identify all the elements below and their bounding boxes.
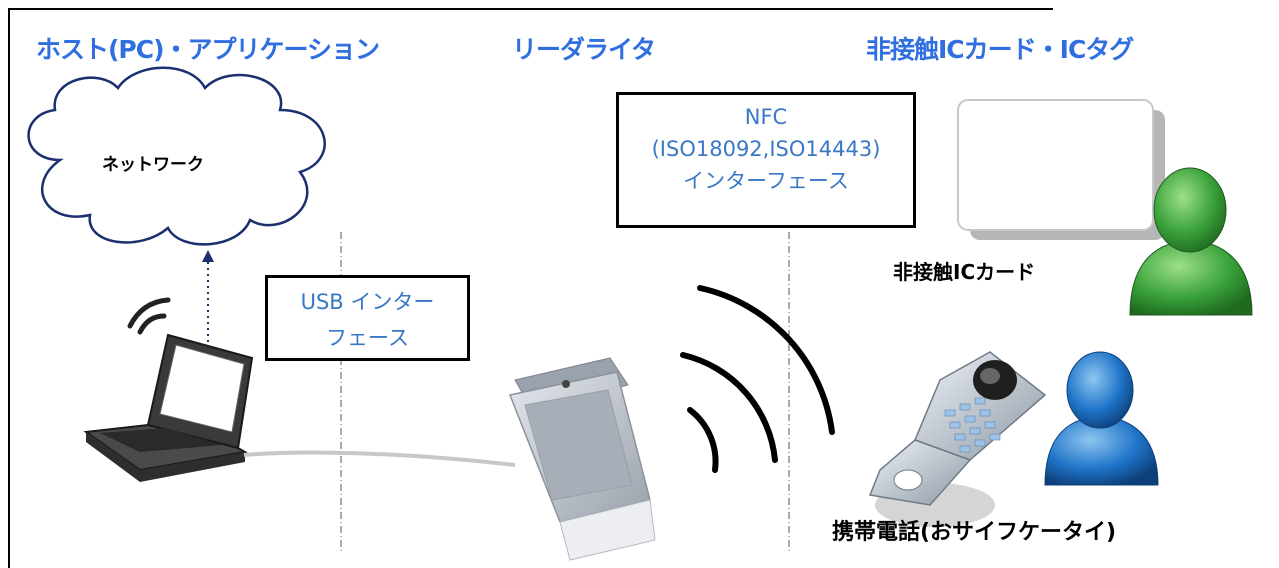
contactless-card-label: 非接触ICカード bbox=[893, 260, 1036, 284]
person-blue-icon bbox=[1044, 351, 1159, 486]
radio-waves-icon bbox=[680, 285, 835, 473]
nfc-box-line1: NFC bbox=[744, 105, 788, 129]
contactless-card-icon bbox=[957, 99, 1165, 240]
wifi-icon bbox=[127, 297, 171, 335]
frame-left-border bbox=[8, 8, 10, 568]
nfc-interface-box: NFC (ISO18092,ISO14443) インターフェース bbox=[616, 92, 916, 228]
laptop-icon bbox=[83, 333, 254, 482]
nfc-box-line2: (ISO18092,ISO14443) bbox=[651, 137, 881, 161]
host-application-heading: ホスト(PC)・アプリケーション bbox=[36, 35, 380, 64]
reader-writer-heading: リーダライタ bbox=[512, 35, 656, 64]
usb-interface-box: USB インター フェース bbox=[265, 275, 470, 361]
usb-box-line2: フェース bbox=[326, 326, 409, 350]
network-link-arrow bbox=[202, 250, 214, 342]
card-reader-icon bbox=[508, 357, 656, 561]
nfc-box-line3: インターフェース bbox=[683, 169, 849, 193]
contactless-ic-heading: 非接触ICカード・ICタグ bbox=[866, 35, 1134, 64]
network-label: ネットワーク bbox=[102, 155, 204, 175]
person-green-icon bbox=[1129, 167, 1253, 316]
mobile-phone-icon bbox=[868, 351, 1047, 527]
usb-box-line1: USB インター bbox=[300, 290, 435, 314]
cloud-icon bbox=[27, 66, 326, 246]
mobile-phone-label: 携帯電話(おサイフケータイ) bbox=[832, 520, 1117, 545]
frame-top-border bbox=[8, 8, 1053, 10]
usb-cable bbox=[243, 450, 516, 467]
